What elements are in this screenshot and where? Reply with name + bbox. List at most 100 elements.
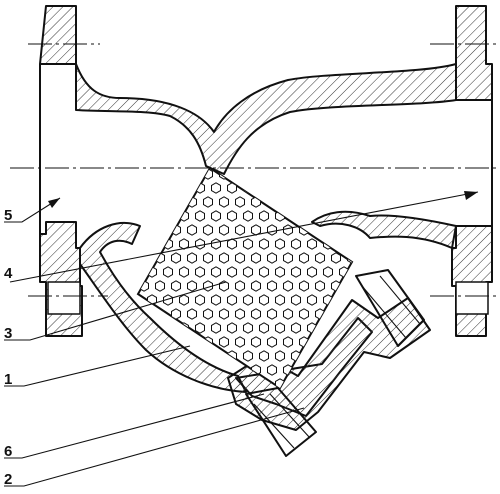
screen-hole	[292, 155, 301, 165]
screen-hole	[147, 378, 157, 388]
screen-hole	[252, 449, 261, 459]
screen-hole	[219, 196, 229, 208]
screen-hole	[211, 238, 221, 250]
screen-hole	[316, 449, 325, 459]
screen-hole	[179, 238, 189, 250]
screen-hole	[203, 308, 213, 320]
screen-hole	[188, 393, 197, 403]
screen-hole	[171, 280, 181, 292]
screen-hole	[372, 183, 381, 193]
screen-hole	[116, 435, 125, 445]
screen-hole	[139, 364, 149, 376]
screen-hole	[244, 435, 253, 445]
screen-hole	[307, 182, 317, 194]
flow-direction-arrow	[9, 191, 479, 283]
screen-hole	[299, 308, 309, 320]
screen-hole	[235, 252, 245, 264]
screen-hole	[299, 196, 309, 208]
screen-hole	[267, 364, 277, 376]
screen-hole	[211, 322, 221, 334]
screen-hole	[204, 421, 213, 431]
screen-hole	[138, 378, 141, 388]
screen-hole	[132, 435, 141, 445]
screen-hole	[132, 407, 141, 417]
screen-hole	[212, 435, 221, 445]
screen-hole	[388, 183, 397, 193]
screen-hole	[283, 252, 293, 264]
screen-hole	[308, 155, 317, 165]
screen-hole	[300, 449, 309, 459]
screen-hole	[316, 421, 325, 431]
screen-hole	[219, 224, 229, 236]
screen-hole	[139, 252, 149, 264]
screen-hole	[140, 393, 149, 403]
screen-hole	[204, 449, 213, 459]
screen-hole	[380, 449, 389, 459]
screen-hole	[299, 168, 309, 180]
screen-hole	[155, 308, 165, 320]
screen-hole	[356, 435, 365, 445]
screen-hole	[188, 449, 197, 459]
screen-hole	[267, 224, 277, 236]
screen-hole	[396, 393, 405, 403]
screen-hole	[307, 238, 317, 250]
screen-hole	[187, 336, 197, 348]
screen-hole	[180, 155, 189, 165]
screen-hole	[211, 350, 221, 362]
screen-hole	[164, 155, 173, 165]
screen-hole	[299, 280, 309, 292]
screen-hole	[372, 407, 381, 417]
screen-hole	[364, 393, 373, 403]
screen-hole	[276, 155, 285, 165]
screen-hole	[138, 266, 141, 278]
screen-hole	[267, 196, 277, 208]
screen-hole	[315, 168, 325, 180]
screen-hole	[155, 364, 165, 376]
screen-hole	[356, 379, 365, 389]
screen-hole	[380, 253, 389, 263]
screen-hole	[179, 322, 189, 334]
screen-hole	[244, 155, 253, 165]
screen-hole	[323, 266, 333, 278]
screen-hole	[396, 449, 405, 459]
screen-hole	[275, 266, 285, 278]
screen-hole	[339, 238, 349, 250]
screen-hole	[283, 336, 293, 348]
screen-hole	[340, 407, 349, 417]
screen-hole	[259, 210, 269, 222]
screen-hole	[259, 294, 269, 306]
screen-hole	[315, 196, 325, 208]
screen-hole	[116, 211, 125, 221]
screen-hole	[332, 421, 341, 431]
screen-hole	[171, 196, 181, 208]
screen-hole	[172, 449, 181, 459]
screen-hole	[155, 196, 165, 208]
screen-hole	[388, 407, 397, 417]
screen-hole	[259, 350, 269, 362]
screen-hole	[396, 197, 405, 207]
screen-hole	[388, 435, 397, 445]
callout-5: 5	[4, 207, 12, 224]
screen-hole	[219, 336, 229, 348]
screen-hole	[243, 350, 253, 362]
screen-hole	[188, 421, 197, 431]
screen-hole	[243, 182, 253, 194]
body-upper-wall	[75, 63, 457, 175]
screen-hole	[388, 295, 397, 305]
screen-hole	[164, 435, 173, 445]
screen-hole	[148, 155, 157, 165]
screen-hole	[396, 365, 405, 375]
screen-hole	[235, 196, 245, 208]
screen-hole	[259, 322, 269, 334]
screen-hole	[235, 224, 245, 236]
screen-hole	[396, 169, 405, 179]
screen-hole	[147, 210, 157, 222]
screen-hole	[164, 407, 173, 417]
screen-hole	[211, 294, 221, 306]
screen-hole	[299, 252, 309, 264]
screen-hole	[187, 168, 197, 180]
screen-hole	[139, 168, 149, 180]
screen-hole	[227, 210, 237, 222]
screen-hole	[124, 197, 133, 207]
screen-hole	[275, 294, 285, 306]
